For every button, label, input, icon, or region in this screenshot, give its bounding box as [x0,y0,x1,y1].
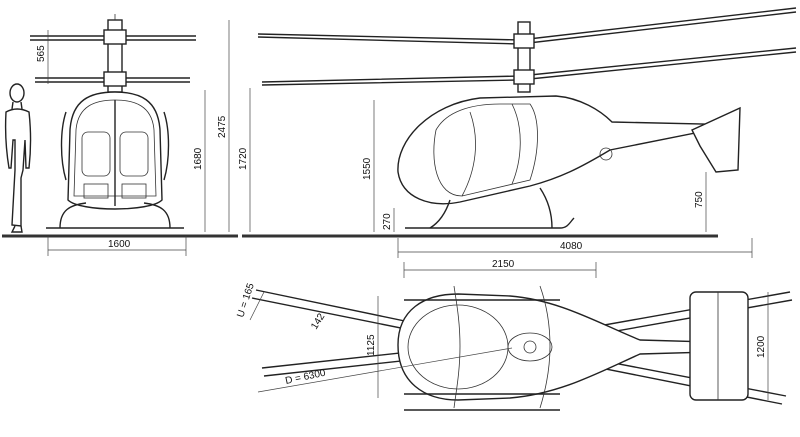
dim-height-side: 1720 [238,147,249,170]
dim-ground-clearance: 270 [382,213,393,230]
dim-rotor-spacing: 565 [36,45,47,62]
dim-stabilizer-span: 1200 [756,335,767,358]
dim-cabin-height: 1550 [362,157,373,180]
dim-length-total: 4080 [560,241,583,252]
dim-tail-height: 750 [694,191,705,208]
front-view: 565 1680 2475 1600 [2,14,238,256]
dim-track-width: 1600 [108,239,131,250]
dim-length-fuselage: 2150 [492,259,515,270]
side-rotor-assembly [257,7,797,93]
human-figure [4,83,32,233]
dim-height-mast: 1680 [193,147,204,170]
front-rotor-assembly [30,14,196,93]
side-fuselage [397,95,741,229]
dim-blade-chord: 142 [309,311,327,331]
top-fuselage [397,285,749,411]
dim-width-top: 1125 [366,334,377,356]
front-cabin [46,91,184,229]
side-view: 1720 1550 270 750 4080 [238,7,797,258]
dim-height-total: 2475 [217,115,228,138]
top-view: 2150 1125 1200 U = 165 142 D = 6300 [235,259,793,411]
